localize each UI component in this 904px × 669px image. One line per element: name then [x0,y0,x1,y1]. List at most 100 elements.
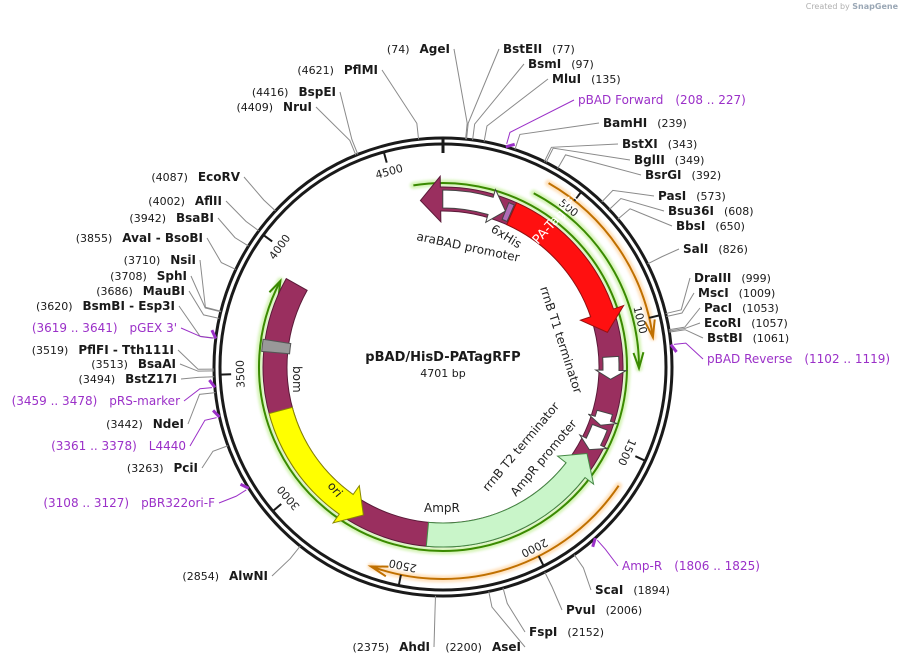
primer-leader [506,99,575,145]
enzyme-site[interactable]: FspI(2152) [529,625,604,639]
enzyme-site[interactable]: EcoRI(1057) [704,316,788,330]
enzyme-position: (4621) [297,64,334,77]
arabad-promoter-feature [442,188,507,224]
primer-site[interactable]: pBAD Reverse (1102 .. 1119) [707,352,890,366]
enzyme-position: (3519) [32,344,69,357]
enzyme-site[interactable]: Bsu36I(608) [668,204,754,218]
enzyme-site[interactable]: DraIII(999) [694,271,771,285]
enzyme-site[interactable]: AhdI(2375) [353,640,430,654]
enzyme-name: BsrGI [645,168,682,182]
enzyme-leader [472,63,525,140]
enzyme-site[interactable]: AlwNI(2854) [182,569,268,583]
enzyme-site[interactable]: SalI(826) [683,242,748,256]
enzyme-site[interactable]: BstXI(343) [622,137,697,151]
enzyme-site[interactable]: BstEII(77) [503,42,575,56]
rrnbt1-feature [593,355,629,380]
enzyme-site[interactable]: NruI(4409) [236,100,312,114]
enzyme-name: ScaI [595,583,623,597]
enzyme-site[interactable]: BstBI(1061) [707,331,789,345]
enzyme-site[interactable]: BspEI(4416) [252,85,336,99]
enzyme-site[interactable]: AvaI - BsoBI(3855) [76,231,203,245]
enzyme-site[interactable]: BbsI (650) [676,219,745,233]
primer-site[interactable]: pBAD Forward(208 .. 227) [578,93,746,107]
enzyme-leader [669,329,704,339]
enzyme-leader [187,392,216,425]
primer-site[interactable]: Amp-R(1806 .. 1825) [622,559,760,573]
enzyme-name: PflMI [344,63,378,77]
enzyme-leader [608,197,665,212]
enzyme-position: (3494) [79,373,116,386]
enzyme-leader [433,595,437,648]
enzyme-name: BbsI [676,219,705,233]
enzyme-leader [545,147,631,163]
enzyme-site[interactable]: ScaI(1894) [595,583,670,597]
enzyme-site[interactable]: PciI(3263) [127,461,198,475]
enzyme-leader [573,554,592,591]
ampr-orf-arc-orange-head [367,565,389,578]
enzyme-site[interactable]: MauBI (3686) [96,284,185,298]
enzyme-name: BsmI [528,57,561,71]
primer-site[interactable]: pGEX 3'(3619 .. 3641) [32,321,177,335]
enzyme-site[interactable]: BsrGI(392) [645,168,721,182]
enzyme-site[interactable]: NsiI(3710) [124,253,196,267]
tick-500 [573,191,582,202]
enzyme-site[interactable]: PflMI (4621) [297,63,378,77]
primer-site[interactable]: pRS-marker(3459 .. 3478) [12,394,180,408]
plasmid-name: pBAD/HisD-PATagRFP [365,350,520,365]
enzyme-leader [206,237,237,270]
enzyme-position: (135) [591,73,621,86]
enzyme-position: (3442) [106,418,143,431]
enzyme-site[interactable]: BstZ17I (3494) [79,372,177,386]
primer-leader [183,387,212,402]
credit-prefix: Created by [805,2,850,11]
enzyme-site[interactable]: PacI(1053) [704,301,779,315]
enzyme-leader [179,363,215,372]
enzyme-site[interactable]: NdeI(3442) [106,417,184,431]
enzyme-site[interactable]: PasI(573) [658,189,726,203]
enzyme-site[interactable]: BsmI(97) [528,57,594,71]
enzyme-position: (3855) [76,232,113,245]
primer-name: pBR322ori-F [141,496,215,510]
enzyme-position: (3686) [96,285,133,298]
enzyme-name: BstZ17I [125,372,177,386]
enzyme-name: BspEI [298,85,336,99]
tick-2500 [397,574,402,586]
primer-leader [189,417,217,447]
enzyme-site[interactable]: AgeI(74) [387,42,450,56]
enzyme-position: (239) [657,117,687,130]
enzyme-leader [178,305,216,339]
created-by-credit: Created by SnapGene [806,2,898,11]
primer-name: pBAD Reverse [707,352,792,366]
primer-site[interactable]: L4440(3361 .. 3378) [51,439,186,453]
enzyme-site[interactable]: AflII(4002) [148,194,222,208]
enzyme-site[interactable]: BamHI(239) [603,116,687,130]
enzyme-name: EcoRV [198,170,241,184]
enzyme-position: (2152) [567,626,604,639]
primer-range: (3619 .. 3641) [32,321,118,335]
enzyme-leader [217,217,249,247]
enzyme-site[interactable]: BglII(349) [634,153,704,167]
enzyme-site[interactable]: SphI(3708) [110,269,187,283]
enzyme-position: (650) [715,220,745,233]
enzyme-leader [453,48,468,140]
enzyme-name: MauBI [143,284,185,298]
enzyme-position: (4087) [151,171,188,184]
enzyme-leader [617,208,673,227]
enzyme-site[interactable]: PflFI - Tth111I(3519) [32,343,174,357]
enzyme-site[interactable]: BsmBI - Esp3I(3620) [36,299,175,313]
patagrfp-orf-arc-orange-head [644,319,656,341]
primer-range: (1102 .. 1119) [804,352,890,366]
enzyme-site[interactable]: BsaBI(3942) [129,211,214,225]
tick-1500 [634,455,646,462]
primer-site[interactable]: pBR322ori-F(3108 .. 3127) [43,496,215,510]
enzyme-site[interactable]: PvuI(2006) [566,603,642,617]
enzyme-site[interactable]: MluI(135) [552,72,621,86]
enzyme-site[interactable]: AseI(2200) [445,640,521,654]
enzyme-site[interactable]: BsaAI(3513) [91,357,176,371]
enzyme-leader [666,292,695,318]
enzyme-name: NruI [283,100,312,114]
enzyme-site[interactable]: EcoRV (4087) [151,170,240,184]
enzyme-leader [466,48,500,140]
enzyme-site[interactable]: MscI(1009) [698,286,775,300]
enzyme-position: (3620) [36,300,73,313]
